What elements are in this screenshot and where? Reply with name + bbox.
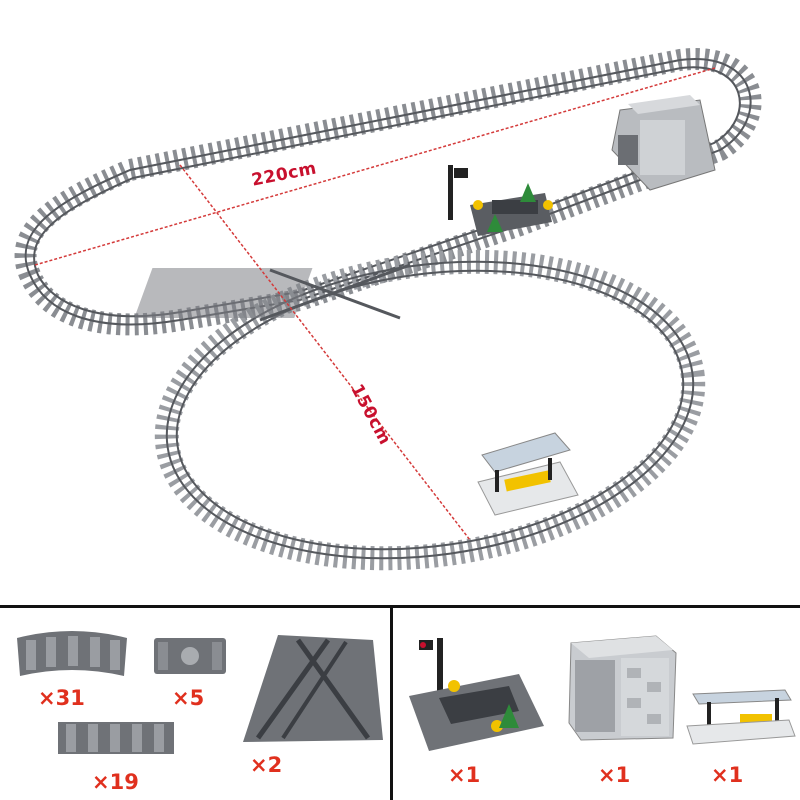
switch-crossing: [134, 263, 411, 322]
upper-loop-track: [14, 48, 762, 336]
level-crossing-quantity: ×1: [448, 763, 481, 787]
width-measure-line: [179, 164, 471, 541]
station-platform-icon: [686, 689, 796, 745]
length-measure-line: [34, 67, 716, 266]
tunnel-quantity: ×1: [598, 763, 631, 787]
level-crossing-icon: [409, 638, 544, 751]
switch-track-icon: [243, 635, 383, 742]
curved-track-icon: [17, 631, 127, 676]
tunnel-icon: [568, 635, 677, 741]
accessories-panel: ×1 ×1 ×1: [390, 605, 800, 800]
tunnel-model: [611, 95, 716, 191]
curved-track-quantity: ×31: [38, 686, 85, 710]
station-platform-quantity: ×1: [711, 763, 744, 787]
buffer-stop-icon: [154, 638, 226, 674]
track-layout-illustration: [14, 48, 762, 571]
track-parts-panel: ×31 ×5 ×2 ×19: [0, 605, 390, 800]
switch-track-quantity: ×2: [250, 753, 283, 777]
straight-track-icon: [58, 722, 174, 754]
level-crossing-model: [448, 165, 553, 236]
station-platform-model: [477, 432, 579, 516]
straight-track-quantity: ×19: [92, 770, 139, 794]
buffer-stop-quantity: ×5: [172, 686, 205, 710]
